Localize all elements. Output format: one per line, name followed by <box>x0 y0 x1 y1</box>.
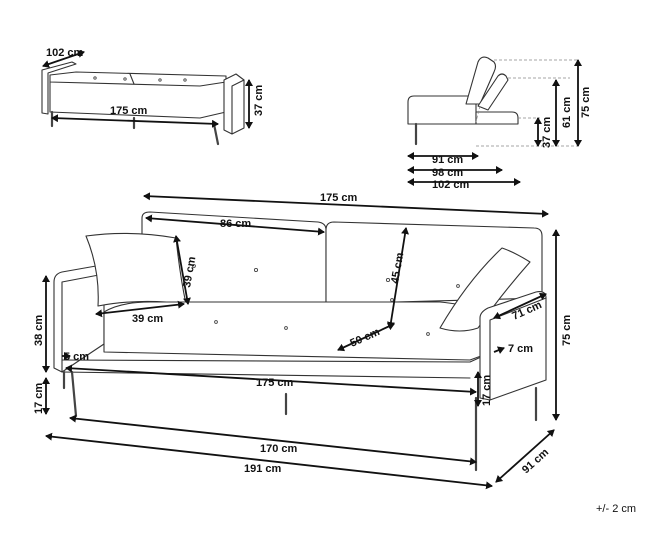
side-102-label: 102 cm <box>432 179 470 191</box>
pillow-height-label: 39 cm <box>181 256 198 289</box>
top-length-label: 175 cm <box>110 105 148 117</box>
main-back-width-label: 175 cm <box>320 192 358 204</box>
total-depth-arrow <box>495 429 555 483</box>
arm-width-right-label: 7 cm <box>508 343 533 355</box>
pillow-width-label: 39 cm <box>132 313 163 325</box>
pillow-height-arrow <box>173 235 191 305</box>
seat-width-arrow <box>65 364 477 396</box>
arm-width-right-arrow <box>493 346 505 354</box>
seat-depth-arrow <box>337 322 395 352</box>
side-61-label: 61 cm <box>561 97 573 128</box>
top-length-arrow <box>51 114 219 128</box>
tolerance-note: +/- 2 cm <box>596 503 636 515</box>
arm-height-label: 38 cm <box>33 315 45 346</box>
seat-width-label: 175 cm <box>256 377 294 389</box>
total-width-arrow <box>45 432 493 490</box>
main-back-width-arrow <box>143 192 549 218</box>
arm-depth-arrow <box>493 292 547 320</box>
sofa-side-profile-drawing <box>407 56 578 147</box>
inner-width-label: 170 cm <box>260 443 298 455</box>
pillow-width-arrow <box>95 300 185 318</box>
total-width-label: 191 cm <box>244 463 282 475</box>
side-98-label: 98 cm <box>432 167 463 179</box>
sofa-bed-flat-drawing <box>41 61 245 146</box>
side-91-label: 91 cm <box>432 154 463 166</box>
top-height-label: 37 cm <box>253 85 265 116</box>
main-cushion-width-arrow <box>145 214 325 236</box>
top-width-arrow <box>42 50 85 68</box>
side-75-label: 75 cm <box>580 87 592 118</box>
total-height-label: 75 cm <box>561 315 573 346</box>
side-37-label: 37 cm <box>541 117 553 148</box>
arm-width-left-label: 5 cm <box>64 351 89 363</box>
leg-height-right-label: 17 cm <box>481 375 493 406</box>
sofa-main-drawing <box>53 211 547 472</box>
main-cushion-height-arrow <box>386 227 410 329</box>
total-depth-label: 91 cm <box>520 446 551 476</box>
main-cushion-width-label: 86 cm <box>220 218 251 230</box>
leg-height-left-label: 17 cm <box>33 383 45 414</box>
inner-width-arrow <box>69 414 477 466</box>
top-width-label: 102 cm <box>46 47 84 59</box>
main-cushion-height-label: 45 cm <box>389 252 406 285</box>
